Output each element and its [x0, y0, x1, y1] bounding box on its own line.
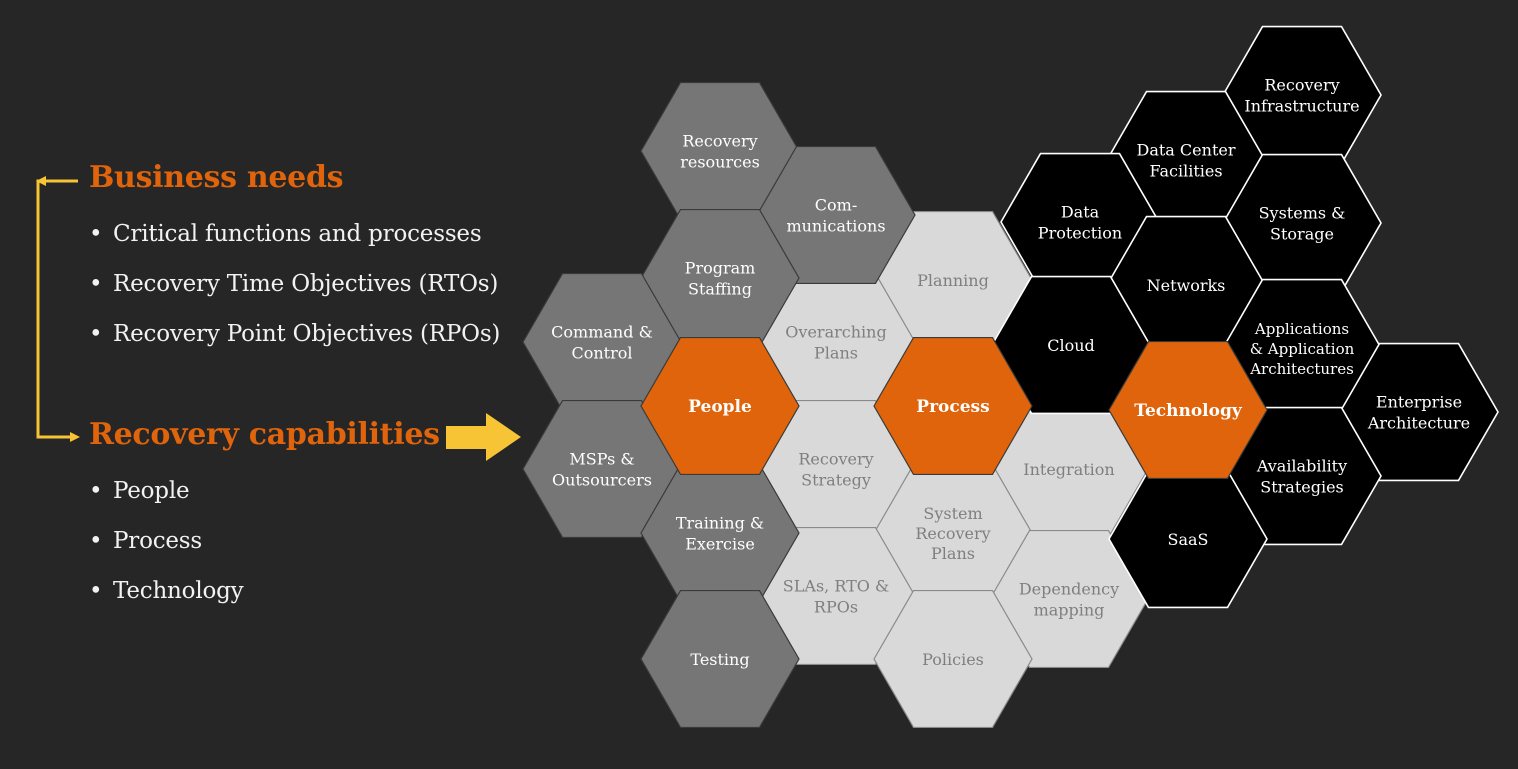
bracket-arrowhead-bottom — [70, 432, 80, 442]
list-item: •Recovery Point Objectives (RPOs) — [89, 321, 501, 347]
hex-label: Plans — [814, 344, 858, 363]
list-item-text: Technology — [113, 578, 244, 604]
hex-training-exercise: Training & Exercise — [640, 463, 800, 603]
hex-label: People — [688, 397, 752, 417]
block-arrow — [446, 413, 521, 461]
bracket-arrowhead-top — [36, 176, 46, 186]
hex-label: resources — [680, 153, 760, 172]
feedback-bracket-arrow — [36, 179, 78, 439]
hex-label: Cloud — [1047, 336, 1095, 355]
hex-people: People — [640, 336, 800, 476]
hex-label: Facilities — [1149, 162, 1222, 181]
hex-label: Recovery — [798, 450, 873, 469]
hex-communications: Com-munications — [756, 145, 916, 285]
list-item-text: People — [113, 478, 190, 504]
hex-label: Dependency — [1019, 580, 1119, 599]
hex-label: Staffing — [688, 280, 752, 299]
hex-label: Training & — [676, 514, 764, 533]
hex-msps-outsourcers: MSPs & Outsourcers — [522, 399, 682, 539]
hex-label: munications — [786, 217, 885, 236]
hex-label: Architectures — [1249, 360, 1354, 378]
hex-label: Overarching — [785, 323, 886, 342]
recovery-capabilities-heading: Recovery capabilities — [89, 417, 440, 452]
hex-label: Policies — [922, 650, 984, 669]
hex-label: Outsourcers — [552, 471, 652, 490]
list-item: •People — [89, 478, 190, 504]
hex-shape — [1339, 342, 1499, 482]
list-item: •Process — [89, 528, 203, 554]
hex-label: Technology — [1134, 401, 1243, 421]
hex-label: Strategies — [1260, 478, 1344, 497]
hex-label: & Application — [1250, 340, 1355, 358]
hex-label: mapping — [1034, 601, 1105, 620]
hex-shape — [873, 336, 1033, 476]
hex-label: MSPs & — [569, 450, 634, 469]
hex-label: Data — [1061, 203, 1100, 222]
hex-label: Infrastructure — [1244, 97, 1359, 116]
hex-shape — [640, 589, 800, 729]
hex-label: Storage — [1270, 225, 1334, 244]
list-item-text: Process — [113, 528, 203, 554]
list-item: •Recovery Time Objectives (RTOs) — [89, 271, 499, 297]
recovery-capabilities-list: •People •Process •Technology — [89, 476, 244, 626]
hex-technology: Technology — [1108, 340, 1268, 480]
hex-label: Control — [571, 344, 632, 363]
hex-label: Process — [916, 397, 989, 417]
hex-label: Command & — [551, 323, 653, 342]
hex-shape — [1108, 340, 1268, 480]
hex-label: Architecture — [1367, 414, 1470, 433]
hex-planning: Planning — [873, 210, 1033, 350]
hex-label: Integration — [1023, 460, 1114, 479]
hex-label: Applications — [1254, 320, 1349, 338]
hex-label: SLAs, RTO & — [783, 577, 889, 596]
business-needs-list: •Critical functions and processes •Recov… — [89, 219, 500, 369]
hex-shape — [640, 336, 800, 476]
hex-label: Planning — [917, 271, 989, 290]
hex-label: Recovery — [682, 132, 757, 151]
hex-shape — [873, 589, 1033, 729]
hex-label: Systems & — [1259, 204, 1346, 223]
hex-label: Plans — [931, 544, 975, 563]
hex-label: Protection — [1038, 224, 1122, 243]
hex-label: RPOs — [814, 598, 858, 617]
hex-label: Availability — [1256, 457, 1347, 476]
hex-label: Recovery — [1264, 76, 1339, 95]
hex-systems-storage: Systems & Storage — [1222, 153, 1382, 293]
hex-testing: Testing — [640, 589, 800, 729]
list-item-text: Recovery Time Objectives (RTOs) — [113, 271, 499, 297]
hex-label: Enterprise — [1376, 393, 1462, 412]
hex-dependency-mapping: Dependency mapping — [989, 529, 1149, 669]
hex-label: Recovery — [915, 524, 990, 543]
hex-label: Strategy — [801, 471, 871, 490]
hex-label: Exercise — [685, 535, 755, 554]
list-item: •Technology — [89, 578, 244, 604]
hex-label: Program — [685, 259, 756, 278]
hex-command-control: Command & Control — [522, 272, 682, 412]
left-panel: Business needs •Critical functions and p… — [0, 0, 520, 769]
hex-label: System — [923, 504, 982, 523]
hex-process: Process — [873, 336, 1033, 476]
business-needs-heading: Business needs — [89, 160, 344, 195]
hex-label: Networks — [1147, 276, 1226, 295]
list-item: •Critical functions and processes — [89, 221, 482, 247]
hex-integration: Integration — [989, 399, 1149, 539]
hex-recovery-resources: Recovery resources — [640, 81, 800, 221]
list-item-text: Recovery Point Objectives (RPOs) — [113, 321, 501, 347]
hex-policies: Policies — [873, 589, 1033, 729]
hex-label: Com- — [815, 196, 857, 215]
hex-label: Data Center — [1137, 141, 1236, 160]
hex-slas-rto-rpos: SLAs, RTO & RPOs — [756, 526, 916, 666]
hex-label: Testing — [690, 650, 749, 669]
hex-label: SaaS — [1168, 530, 1209, 549]
list-item-text: Critical functions and processes — [113, 221, 482, 247]
